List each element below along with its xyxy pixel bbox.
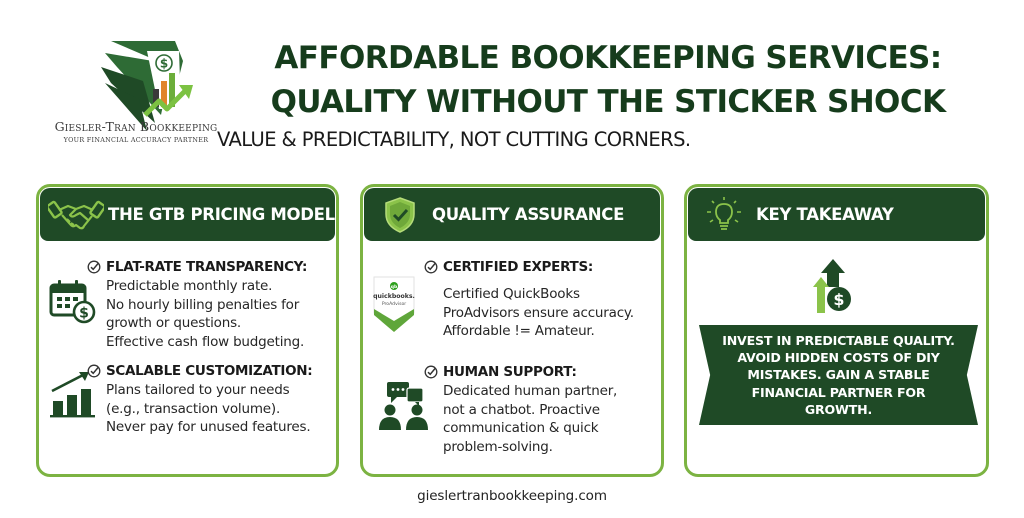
feature-description: Dedicated human partner, not a chatbot. …	[443, 383, 618, 455]
quickbooks-proadvisor-badge-icon: qb quickbooks. ProAdvisor	[371, 275, 417, 339]
takeaway-text: INVEST IN PREDICTABLE QUALITY. AVOID HID…	[722, 332, 955, 417]
arrows-up-dollar-icon: $	[813, 257, 863, 321]
title-line-1: AFFORDABLE BOOKKEEPING SERVICES:	[274, 40, 942, 76]
title-line-2: QUALITY WITHOUT THE STICKER SHOCK	[270, 84, 946, 120]
feature-scalable: SCALABLE CUSTOMIZATION: Plans tailored t…	[39, 363, 339, 463]
feature-heading: FLAT-RATE TRANSPARENCY:	[87, 259, 307, 275]
card-title: KEY TAKEAWAY	[756, 205, 894, 224]
feature-human-support: HUMAN SUPPORT: Dedicated human partner, …	[363, 364, 663, 464]
company-name: Giesler-Tran Bookkeeping	[54, 119, 218, 134]
money-growth-chart-logo-icon: $	[101, 41, 193, 131]
handshake-icon	[48, 195, 104, 235]
feature-flat-rate: $ FLAT-RATE TRANSPARENCY: Predictable mo…	[39, 259, 339, 369]
svg-text:qb: qb	[391, 284, 398, 290]
svg-text:quickbooks.: quickbooks.	[373, 293, 415, 300]
feature-description: Predictable monthly rate. No hourly bill…	[106, 278, 305, 350]
feature-heading: HUMAN SUPPORT:	[424, 364, 577, 380]
people-chat-icon	[377, 380, 433, 438]
shield-check-icon	[372, 195, 428, 235]
svg-text:$: $	[160, 57, 168, 71]
check-circle-icon	[87, 260, 101, 274]
check-circle-icon	[424, 260, 438, 274]
company-tagline: YOUR FINANCIAL ACCURACY PARTNER	[63, 136, 209, 144]
website-link[interactable]: gieslertranbookkeeping.com	[417, 488, 607, 504]
growth-bar-chart-icon	[49, 371, 99, 425]
feature-description: Certified QuickBooks ProAdvisors ensure …	[443, 286, 634, 340]
company-logo: $ Giesler-Tran Bookkeeping YOUR FINANCIA…	[28, 30, 218, 150]
pricing-model-card: THE GTB PRICING MODEL $ FLAT-RATE TRANSP…	[36, 184, 339, 477]
quality-assurance-card: QUALITY ASSURANCE qb quickbooks. ProAdvi…	[360, 184, 664, 477]
card-title: THE GTB PRICING MODEL	[108, 205, 335, 224]
feature-heading: SCALABLE CUSTOMIZATION:	[87, 363, 313, 379]
key-takeaway-card: KEY TAKEAWAY $ INVEST IN PREDICTABLE QUA…	[684, 184, 989, 477]
feature-certified-experts: qb quickbooks. ProAdvisor CERTIFIED EXPE…	[363, 259, 663, 359]
check-circle-icon	[87, 364, 101, 378]
page-title: AFFORDABLE BOOKKEEPING SERVICES: QUALITY…	[218, 36, 998, 124]
page-subtitle: VALUE & PREDICTABILITY, NOT CUTTING CORN…	[217, 128, 691, 151]
card-header: QUALITY ASSURANCE	[364, 188, 660, 241]
svg-text:$: $	[833, 290, 844, 309]
card-header: THE GTB PRICING MODEL	[40, 188, 335, 241]
lightbulb-icon	[696, 195, 752, 235]
calendar-dollar-icon: $	[49, 279, 97, 329]
feature-description: Plans tailored to your needs (e.g., tran…	[106, 382, 311, 436]
card-header: KEY TAKEAWAY	[688, 188, 985, 241]
takeaway-ribbon: INVEST IN PREDICTABLE QUALITY. AVOID HID…	[699, 325, 978, 425]
svg-text:ProAdvisor: ProAdvisor	[382, 301, 406, 307]
check-circle-icon	[424, 365, 438, 379]
svg-text:$: $	[79, 306, 89, 322]
card-title: QUALITY ASSURANCE	[432, 205, 625, 224]
feature-heading: CERTIFIED EXPERTS:	[424, 259, 593, 275]
